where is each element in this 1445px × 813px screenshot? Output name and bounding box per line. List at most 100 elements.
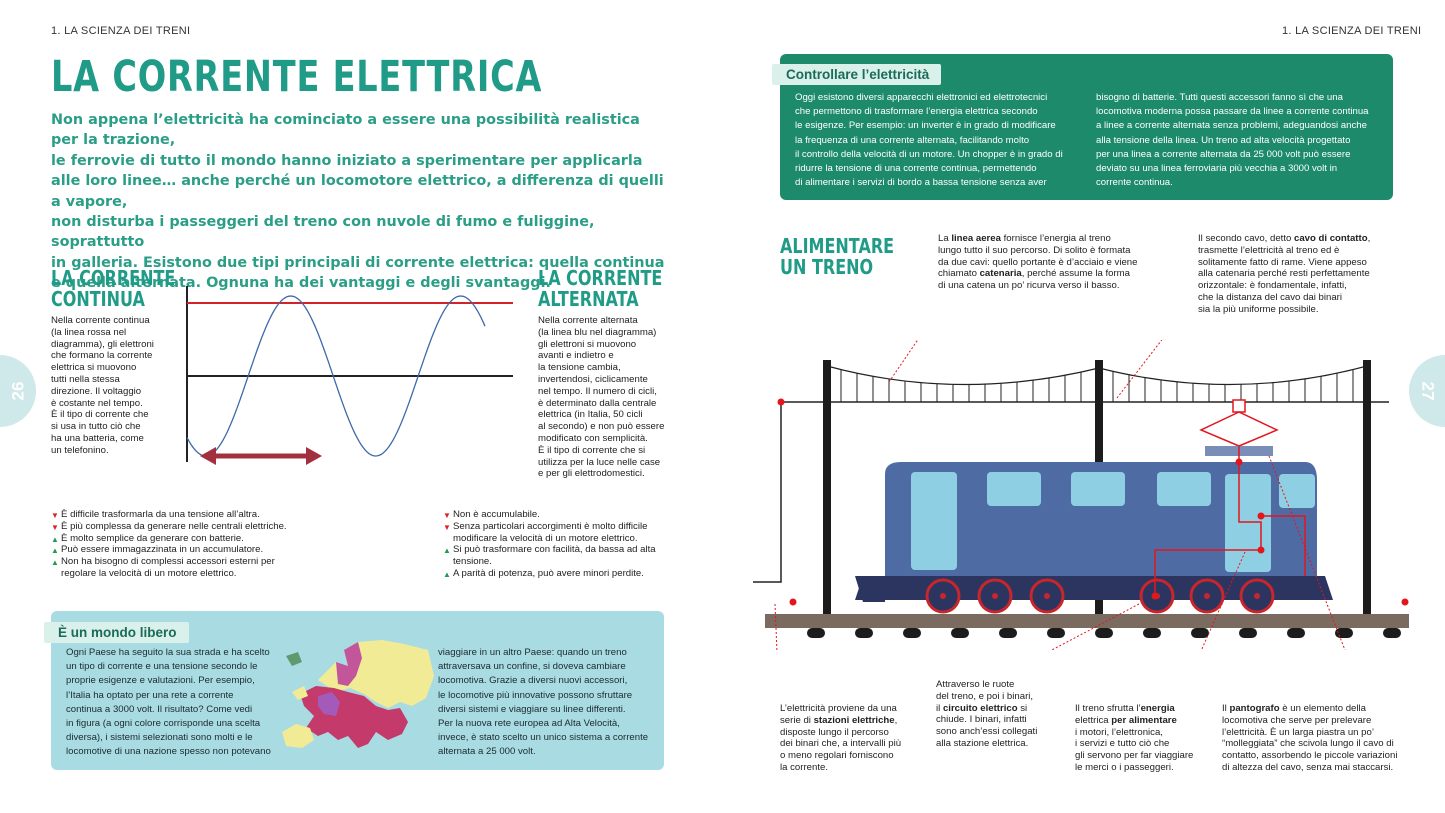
rail-sleeper [1239, 628, 1257, 638]
dc-description-line: È il tipo di corrente che [51, 409, 149, 421]
stations-note-line: dei binari che, a intervalli più [780, 738, 902, 750]
point-text: È molto semplice da generare con batteri… [61, 532, 244, 544]
ac-description-line: Nella corrente alternata [538, 315, 638, 326]
intro-line: Non appena l’elettricità ha cominciato a… [51, 112, 640, 149]
dc-description-line: Nella corrente continua [51, 315, 150, 326]
point-item: ▼È difficile trasformarla da una tension… [51, 509, 301, 521]
catenary-note-line: La linea aerea fornisce l’energia al tre… [938, 233, 1111, 244]
world-box-line: diversa), i sistemi selezionati sono mol… [66, 732, 253, 744]
annotation-dot [1151, 592, 1159, 600]
catenary-note-line: chiamato catenaria, perché assume la for… [938, 268, 1130, 280]
train-wheels [925, 578, 1275, 614]
rail-sleeper [903, 628, 921, 638]
internal-circuit-branch [1261, 515, 1306, 576]
internal-circuit [1154, 446, 1262, 596]
rail-track [765, 614, 1409, 628]
intro-line: non disturba i passeggeri del treno con … [51, 214, 595, 251]
page-number-left: 26 [0, 355, 36, 427]
pantograph-note-line: Il pantografo è un elemento della [1222, 703, 1366, 714]
ac-description-line: elettrica (in Italia, 50 cicli [538, 409, 643, 421]
point-text: Si può trasformare con facilità, da bass… [453, 544, 656, 568]
dc-description-line: si usa in tutto ciò che [51, 421, 141, 433]
circuit-note-line: Attraverso le ruote [936, 679, 1015, 690]
dc-description-line: è costante nel tempo. [51, 397, 143, 409]
ac-points-list: ▼Non è accumulabile.▼Senza particolari a… [443, 509, 673, 580]
world-box-col2: viaggiare in un altro Paese: quando un t… [438, 646, 658, 760]
world-box-line: locomotiva. Grazie a diversi nuovi acces… [438, 675, 628, 687]
period-arrow-left-head [200, 447, 216, 465]
contact-note-line: sia la più uniforme possibile. [1198, 303, 1319, 315]
world-box-line: Ogni Paese ha seguito la sua strada e ha… [66, 647, 270, 658]
stations-note-line: L’elettricità proviene da una [780, 703, 897, 714]
running-header-left: 1. LA SCIENZA DEI TRENI [51, 25, 191, 37]
point-item: ▲Si può trasformare con facilità, da bas… [443, 544, 673, 568]
circuit-note-line: sono anch’essi collegati [936, 726, 1038, 738]
catenary-droppers [840, 369, 1354, 402]
annotation-dot [1235, 458, 1243, 466]
train-window [987, 472, 1041, 506]
rail-sleeper [951, 628, 969, 638]
feed-heading-line: UN TRENO [780, 255, 874, 279]
control-box-line: bisogno di batterie. Tutti questi access… [1096, 92, 1343, 103]
ac-description: Nella corrente alternata(la linea blu ne… [538, 315, 678, 480]
control-box-line: a linee a corrente alternata senza probl… [1096, 120, 1367, 132]
ac-heading-line: ALTERNATA [538, 287, 639, 311]
ac-description-line: invertendosi, ciclicamente [538, 373, 648, 385]
stations-note-line: la corrente. [780, 761, 828, 773]
catenary-note: La linea aerea fornisce l’energia al tre… [938, 233, 1168, 292]
control-box-title: Controllare l’elettricità [786, 67, 930, 82]
world-box-col1: Ogni Paese ha seguito la sua strada e ha… [66, 646, 281, 760]
dc-description-line: (la linea rossa nel [51, 326, 127, 338]
intro-line: in galleria. Esistono due tipi principal… [51, 254, 665, 271]
world-box-line: in figura (a ogni colore corrisponde una… [66, 718, 261, 730]
annotation-dot [789, 598, 797, 606]
circuit-note-line: del treno, e poi i binari, [936, 690, 1034, 702]
ac-description-line: la tensione cambia, [538, 362, 621, 374]
control-box-ribbon: Controllare l’elettricità [772, 64, 942, 85]
dc-description: Nella corrente continua(la linea rossa n… [51, 315, 171, 457]
intro-line: le ferrovie di tutto il mondo hanno iniz… [51, 152, 643, 169]
point-text: È difficile trasformarla da una tensione… [61, 509, 260, 520]
control-box-line: che permettono di trasformare l’energia … [795, 106, 1038, 118]
dc-description-line: tutti nella stessa [51, 373, 120, 385]
control-box-line: deviato su una linea ferroviaria più vec… [1096, 163, 1338, 175]
world-box-line: le locomotive più innovative possono sfr… [438, 689, 633, 701]
control-box-line: le esigenze. Per esempio: un inverter è … [795, 120, 1056, 132]
annotation-dot [777, 398, 785, 406]
wheel-hub [940, 593, 946, 599]
pantograph-note-line: l’elettricità. È un larga piastra un po’ [1222, 726, 1374, 738]
energy-note-line: Il treno sfrutta l’energia [1075, 703, 1175, 714]
annotation-dot [1257, 546, 1265, 554]
wheel-hub [992, 593, 998, 599]
ac-heading-line: LA CORRENTE [538, 266, 663, 290]
train-window [1279, 474, 1315, 508]
disadvantage-icon: ▼ [443, 511, 451, 520]
rail-sleeper [1335, 628, 1353, 638]
world-box-line: locomotive di una nazione spesso non pot… [66, 746, 271, 758]
world-box-line: un tipo di corrente e una tensione secon… [66, 661, 258, 673]
circuit-note-line: alla stazione elettrica. [936, 737, 1029, 749]
rail-sleepers [807, 628, 1401, 638]
control-box-line: il controllo della velocità di un motore… [795, 148, 1063, 160]
intro-line: e quella alternata. Ognuna ha dei vantag… [51, 275, 551, 292]
rail-sleeper [1287, 628, 1305, 638]
ac-description-line: È il tipo di corrente che si [538, 444, 646, 456]
advantage-icon: ▲ [51, 534, 59, 544]
pantograph-frame [1199, 411, 1279, 447]
dc-description-line: elettrica si muovono [51, 362, 137, 374]
train-door-window [911, 472, 957, 570]
world-box-line: diversi sistemi e viaggiare su linee dif… [438, 703, 626, 715]
feed-heading-line: ALIMENTARE [780, 234, 895, 258]
dc-heading-line: LA CORRENTE [51, 266, 176, 290]
point-text: Non ha bisogno di complessi accessori es… [61, 556, 275, 579]
dc-heading: LA CORRENTE CONTINUA [51, 268, 175, 310]
rail-sleeper [807, 628, 825, 638]
intro-line: alle loro linee… anche perché un locomot… [51, 173, 664, 210]
contact-note-line: Il secondo cavo, detto cavo di contatto, [1198, 233, 1371, 244]
page-title: LA CORRENTE ELETTRICA [51, 52, 543, 102]
control-box-col2: bisogno di batterie. Tutti questi access… [1096, 91, 1386, 190]
circuit-note-line: chiude. I binari, infatti [936, 714, 1027, 726]
